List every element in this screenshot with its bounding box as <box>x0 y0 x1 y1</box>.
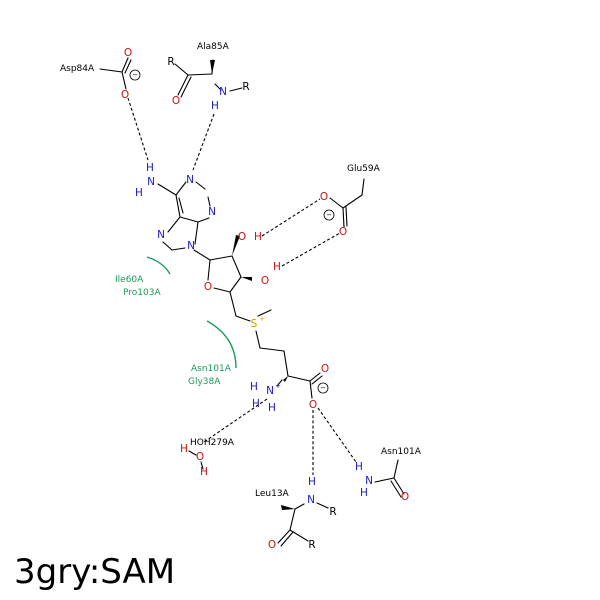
n-plus-charge: + <box>275 382 281 390</box>
residue-glu59: Glu59A <box>347 164 381 174</box>
atom-n: N <box>186 174 194 186</box>
residue-pro103: Pro103A <box>123 288 161 298</box>
atom-h: H <box>308 476 316 488</box>
atom-o: O <box>172 95 180 107</box>
atom-o: O <box>261 275 269 287</box>
s-plus-charge: + <box>259 315 265 323</box>
atom-h: H <box>200 466 208 478</box>
atom-n: N <box>187 240 195 252</box>
residue-ile60: Ile60A <box>115 275 144 285</box>
atom-n: N <box>147 176 155 188</box>
atom-h: H <box>254 231 262 243</box>
atom-n: N <box>157 229 165 241</box>
bonds <box>99 57 405 547</box>
residue-hoh279: HOH279A <box>190 438 235 448</box>
atom-o: O <box>196 451 204 463</box>
atom-n: N <box>208 206 216 218</box>
atom-o: O <box>204 281 212 293</box>
atom-o: O <box>401 491 409 503</box>
atom-r: R <box>242 81 249 93</box>
atom-o: O <box>339 226 347 238</box>
atom-n: N <box>219 86 227 98</box>
residue-labels: Asp84A Ala85A Glu59A Ile60A Pro103A Asn1… <box>60 42 422 499</box>
residue-asp84: Asp84A <box>60 64 95 74</box>
residue-gly38: Gly38A <box>188 377 221 387</box>
hydrophobic-contacts <box>146 256 237 369</box>
residue-asn101-contact: Asn101A <box>191 364 232 374</box>
residue-asn101: Asn101A <box>381 447 422 457</box>
hydrogen-bonds <box>127 97 357 475</box>
atom-labels: O O R O N H R H N H N N N N O O H O H S … <box>121 47 409 551</box>
atom-o: O <box>238 231 246 243</box>
atom-r: R <box>167 56 174 68</box>
atom-n: N <box>266 385 274 397</box>
stereo-wedges <box>210 60 295 510</box>
atom-h: H <box>355 461 363 473</box>
minus-charge: − <box>326 211 332 219</box>
atom-r: R <box>329 506 336 518</box>
atom-o: O <box>268 539 276 551</box>
minus-charge: − <box>320 384 326 392</box>
atom-o: O <box>321 363 329 375</box>
atom-o: O <box>309 399 317 411</box>
atom-h: H <box>273 261 281 273</box>
negative-charges: − − − <box>129 69 335 394</box>
atom-h: H <box>211 100 219 112</box>
atom-h: H <box>252 398 260 410</box>
atom-h: H <box>180 443 188 455</box>
atom-h: H <box>146 162 154 174</box>
atom-n: N <box>307 494 315 506</box>
atom-s: S <box>251 318 258 330</box>
atom-h: H <box>268 402 276 414</box>
page-title: 3gry:SAM <box>14 552 176 592</box>
minus-charge: − <box>132 71 138 79</box>
atom-n: N <box>365 475 373 487</box>
atom-o: O <box>320 191 328 203</box>
atom-r: R <box>308 539 315 551</box>
atom-h: H <box>360 487 368 499</box>
atom-o: O <box>121 89 129 101</box>
residue-ala85: Ala85A <box>197 42 230 52</box>
atom-o: O <box>124 47 132 59</box>
atom-h: H <box>135 187 143 199</box>
residue-leu13: Leu13A <box>255 489 290 499</box>
atom-h: H <box>250 381 258 393</box>
